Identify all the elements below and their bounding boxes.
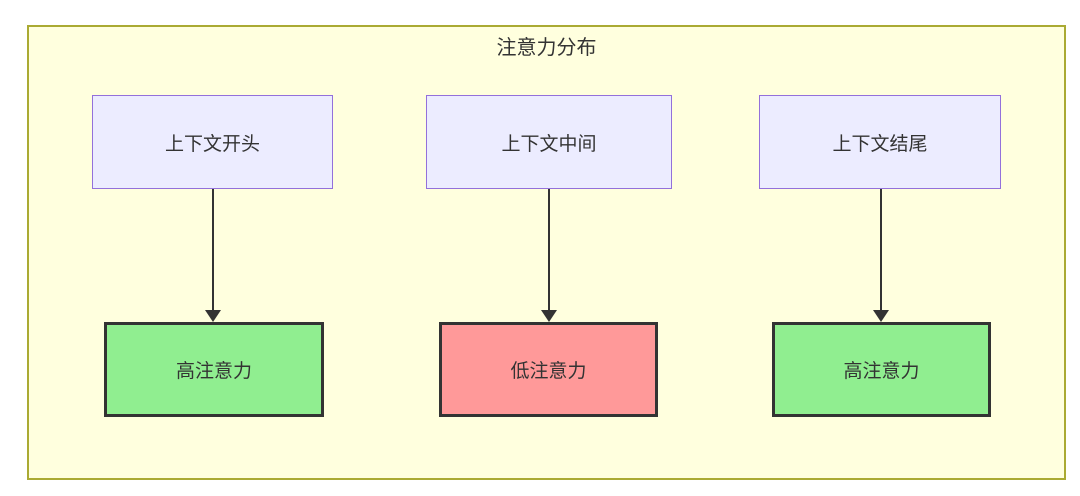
arrow-shaft [880, 189, 882, 310]
node-low-attention: 低注意力 [439, 322, 658, 417]
diagram-title: 注意力分布 [496, 37, 597, 59]
node-context-beginning: 上下文开头 [92, 95, 333, 189]
arrow-down-icon [541, 310, 557, 322]
arrow-shaft [212, 189, 214, 310]
node-context-middle: 上下文中间 [426, 95, 672, 189]
arrow-shaft [548, 189, 550, 310]
diagram-container: 注意力分布 上下文开头 高注意力 上下文中间 低注意力 上下文结尾 高注意力 [27, 25, 1066, 480]
node-high-attention-1: 高注意力 [104, 322, 324, 417]
node-high-attention-2: 高注意力 [772, 322, 991, 417]
arrow-down-icon [205, 310, 221, 322]
arrow-down-icon [873, 310, 889, 322]
node-context-end: 上下文结尾 [759, 95, 1001, 189]
